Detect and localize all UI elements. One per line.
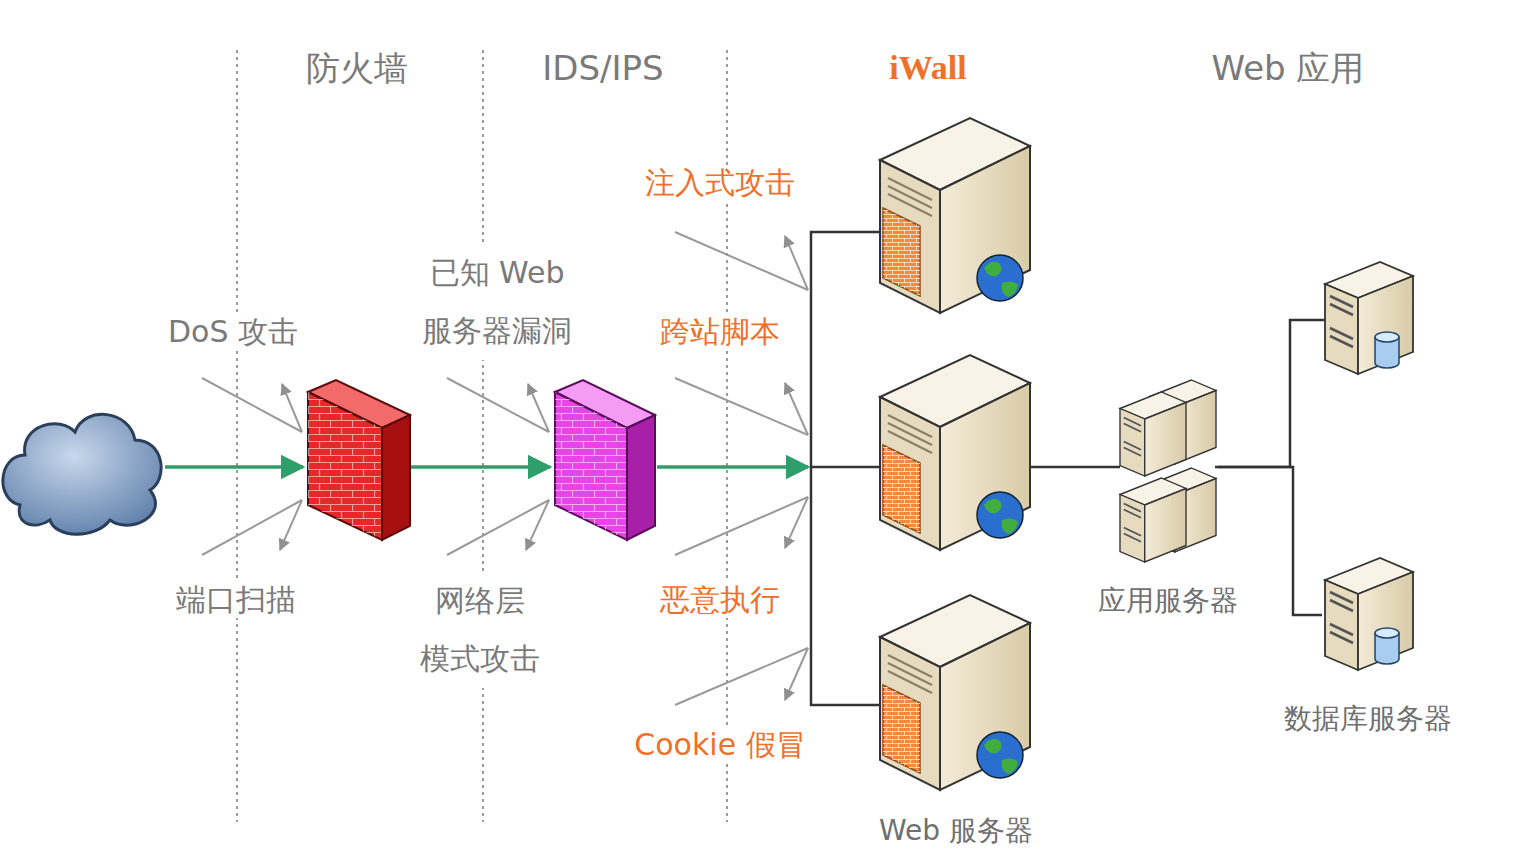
app-server: 应用服务器	[1118, 378, 1218, 556]
threat-label: 端口扫描	[173, 582, 299, 618]
server-label: 数据库服务器	[1281, 700, 1455, 738]
threat-label: DoS 攻击	[165, 314, 301, 350]
zone-heading: IDS/IPS	[539, 48, 666, 89]
attack-label: 跨站脚本	[657, 314, 783, 350]
zone-heading: iWall	[886, 48, 969, 89]
zone-heading: Web 应用	[1209, 48, 1368, 89]
threat-label: 已知 Web 服务器漏洞	[419, 244, 575, 360]
attack-label: 注入式攻击	[642, 165, 798, 201]
zone-heading: 防火墙	[303, 48, 411, 89]
database-server: 数据库服务器	[1322, 556, 1414, 674]
web-server: Web 服务器	[880, 595, 1032, 792]
server-label: 应用服务器	[1095, 582, 1241, 620]
attack-label: 恶意执行	[657, 582, 783, 618]
threat-label: 网络层 模式攻击	[417, 572, 543, 688]
attack-label: Cookie 假冒	[631, 727, 808, 763]
server-label: Web 服务器	[876, 812, 1036, 850]
